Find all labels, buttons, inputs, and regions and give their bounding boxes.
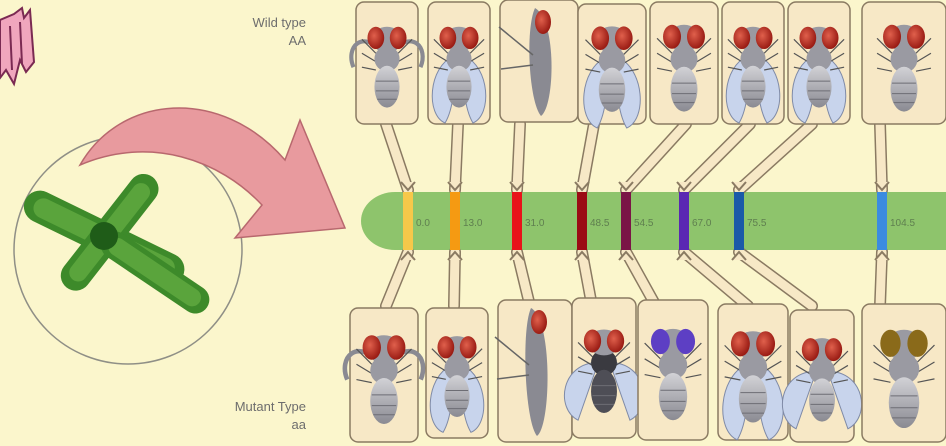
mutant-fly-5 [637,299,709,441]
wild-connector-7 [731,118,818,196]
mutant-type-flies [342,297,946,443]
wild-type-genotype: AA [288,33,306,48]
wild-fly-6 [721,1,785,125]
mutant-type-label: Mutant Type aa [160,398,306,434]
gene-marker-5 [621,192,631,250]
gene-marker-label-3: 31.0 [525,218,545,229]
gene-marker-7 [734,192,744,250]
gene-marker-label-7: 75.5 [747,218,767,229]
mutant-fly-6 [717,303,789,441]
fly-icon [564,329,644,421]
fly-icon [431,26,487,124]
gene-marker-1 [403,192,413,250]
wild-connector-4 [574,118,600,196]
wild-fly-5 [649,1,719,125]
gene-marker-label-2: 13.0 [463,218,483,229]
connectors [380,118,890,312]
fly-icon [342,335,426,424]
chromosome-circle [13,135,243,365]
mutant-fly-8 [861,303,946,443]
wild-connector-5 [618,118,692,196]
wild-fly-4 [577,3,647,129]
gene-marker-label-8: 104.5 [890,218,915,229]
wild-connector-8 [874,118,890,196]
wild-connector-1 [380,118,416,196]
gene-marker-label-1: 0.0 [416,218,430,229]
mutant-fly-1 [342,307,426,443]
mutant-connector-2 [447,246,463,312]
x-chromosome-icon [23,173,210,314]
fly-icon [873,329,935,429]
gene-markers: 0.0 13.0 31.0 48.5 54.5 67.0 75.5 104.5 [403,192,915,250]
mutant-connector-8 [874,246,890,312]
fly-icon [583,26,641,129]
mutant-type-title: Mutant Type [234,399,306,414]
fly-icon [782,338,862,430]
wild-fly-3 [498,0,579,123]
arrow-up-icon [0,6,36,87]
wild-connector-6 [676,118,756,196]
wild-type-title: Wild type [252,15,306,30]
fly-icon [722,331,784,441]
fly-icon [429,336,485,433]
fly-icon [498,8,552,116]
fly-icon [791,26,847,124]
gene-marker-2 [450,192,460,250]
wild-connector-2 [447,118,464,196]
mutant-fly-7 [782,309,862,443]
mutant-connector-5 [618,246,662,312]
mutant-fly-3 [494,299,573,443]
fly-icon [644,328,702,421]
gene-marker-label-4: 48.5 [590,218,610,229]
fly-icon [656,24,712,112]
wild-type-label: Wild type AA [170,14,306,50]
gene-marker-label-6: 67.0 [692,218,712,229]
mutant-fly-4 [564,297,644,439]
mutant-connector-6 [676,246,754,312]
wild-fly-2 [427,1,491,125]
curved-arrow-icon [78,107,347,239]
wild-fly-1 [349,1,425,125]
mutant-connector-4 [574,246,598,312]
wild-fly-8 [861,1,946,125]
fly-icon [349,26,425,108]
chromosome-bar [361,192,946,250]
fly-icon [876,24,932,112]
gene-marker-6 [679,192,689,250]
mutant-type-genotype: aa [291,417,306,432]
wild-type-flies [349,0,946,129]
gene-marker-3 [512,192,522,250]
mutant-fly-2 [425,307,489,439]
fly-icon [725,26,781,124]
wild-fly-7 [787,1,851,125]
wild-connector-3 [509,118,526,196]
mutant-connector-7 [731,246,818,312]
mutant-connector-1 [380,246,416,312]
mutant-connector-3 [509,246,536,312]
gene-marker-8 [877,192,887,250]
fly-icon [494,308,548,436]
gene-marker-label-5: 54.5 [634,218,654,229]
gene-marker-4 [577,192,587,250]
